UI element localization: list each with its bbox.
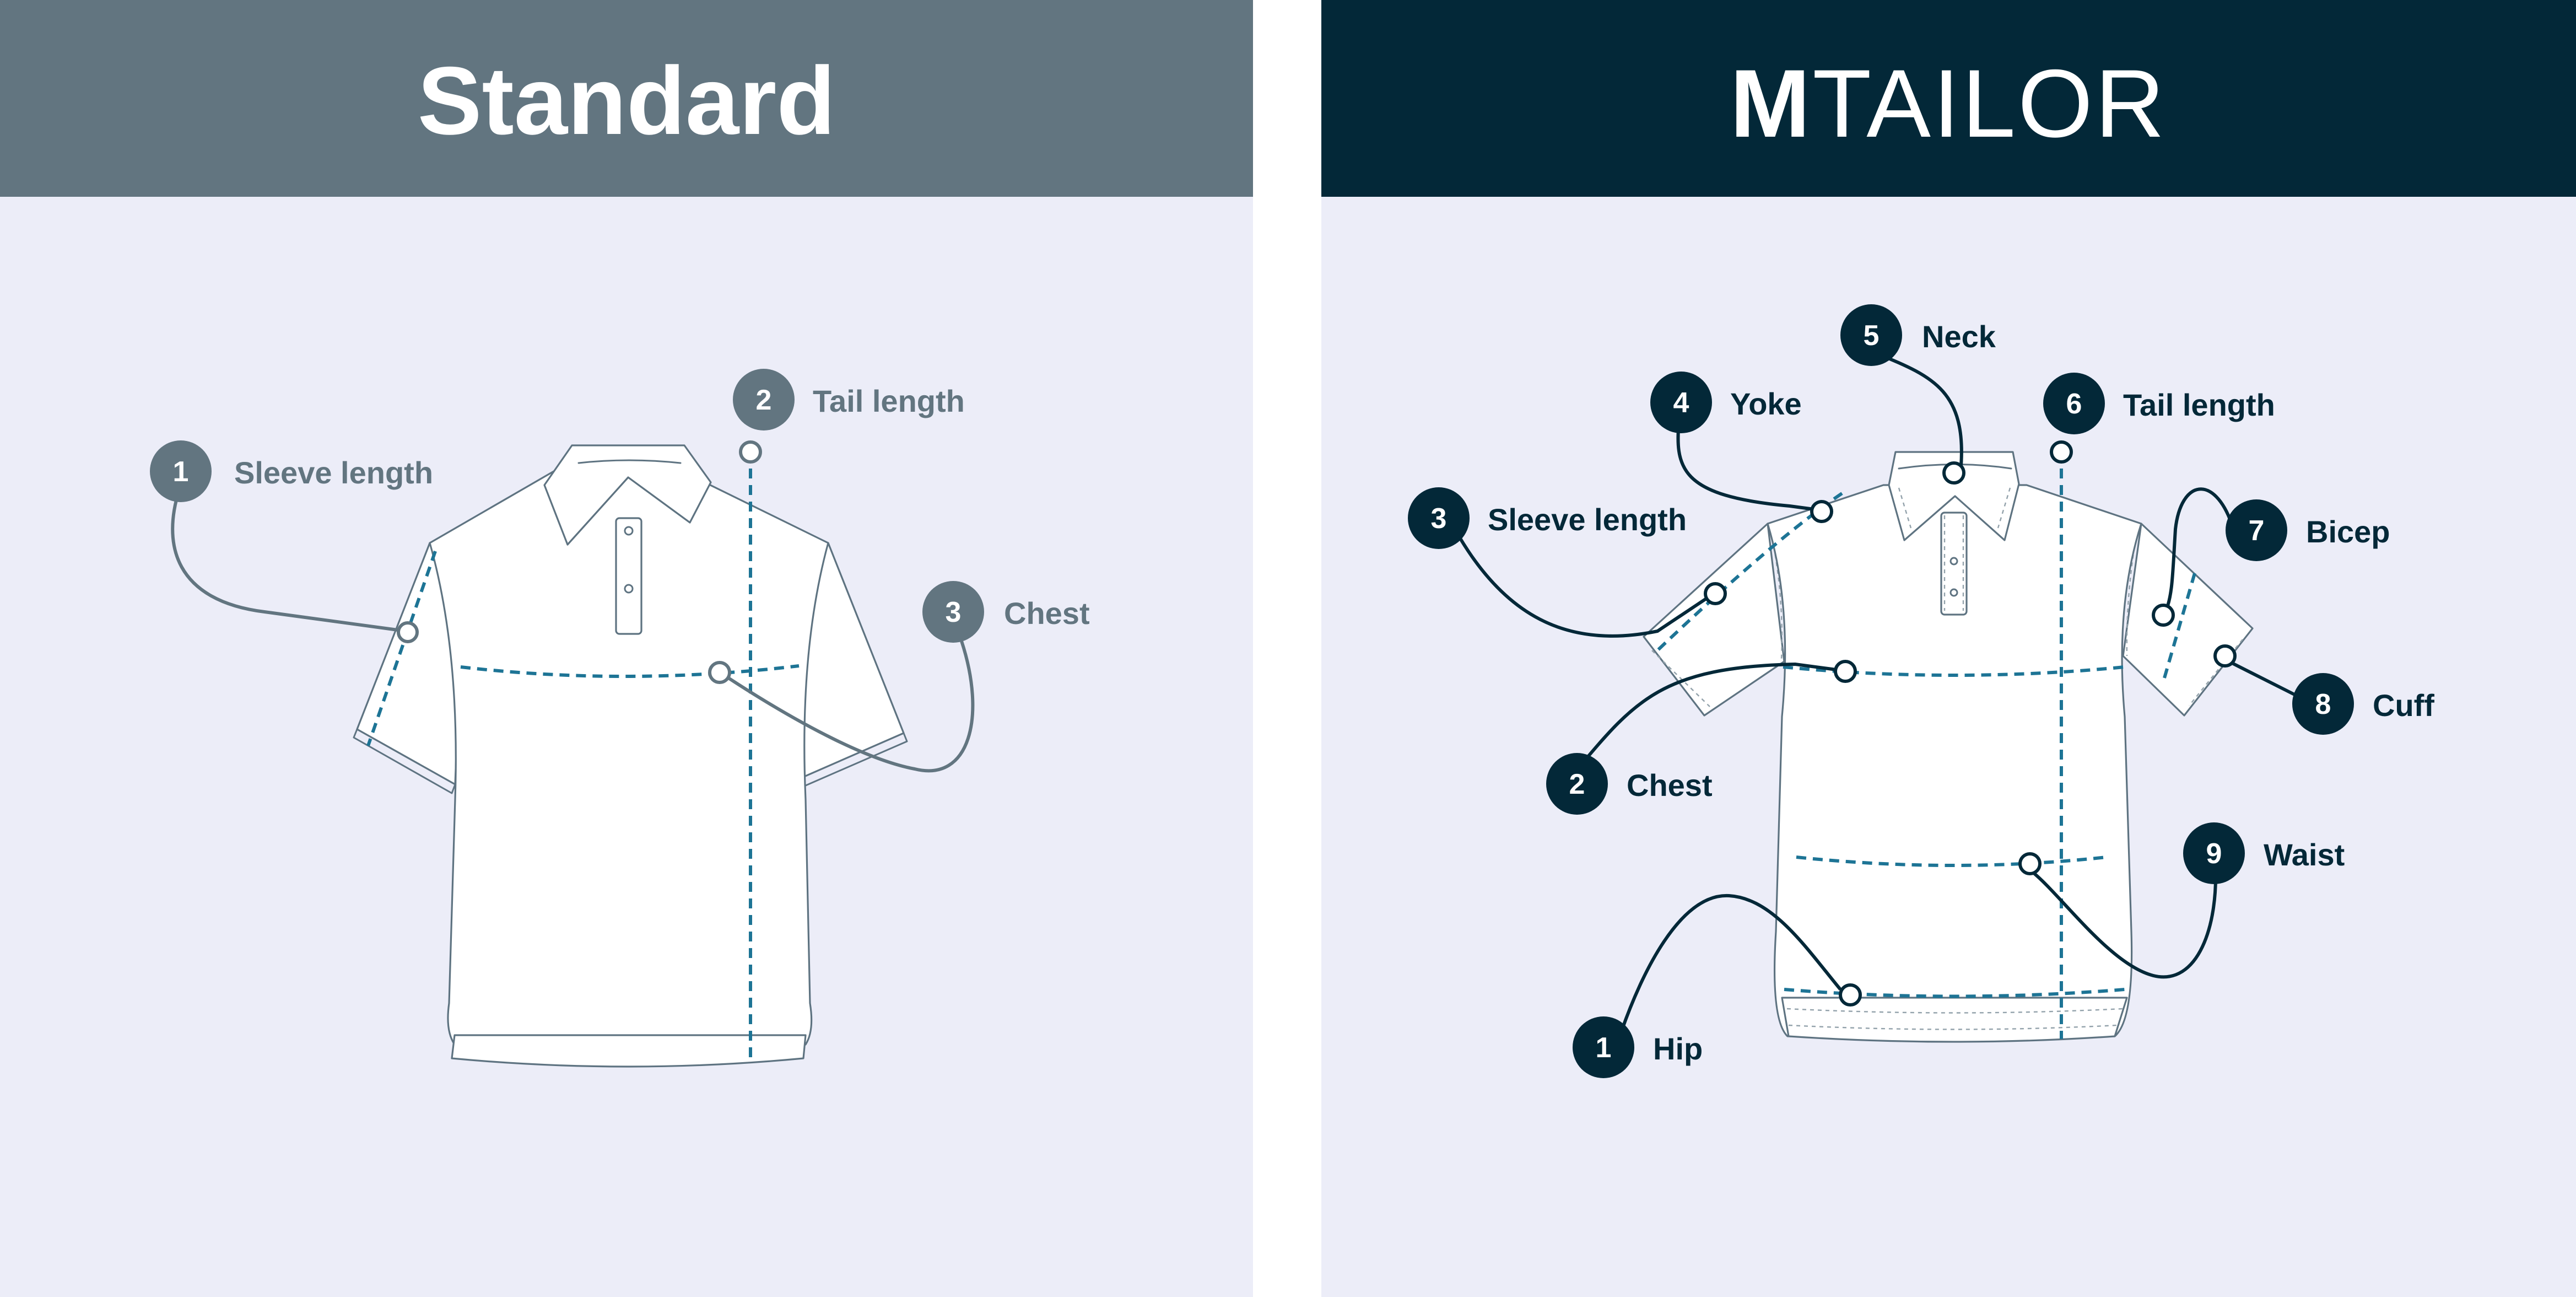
badge-number: 3: [1431, 503, 1447, 535]
standard-measurement-diagram: Standard: [0, 0, 1253, 1297]
standard-shirt-illustration: [353, 444, 908, 1068]
measurement-label: Cuff: [2373, 688, 2434, 723]
badge-number: 9: [2206, 838, 2222, 870]
mtailor-panel: MTAILOR: [1321, 0, 2576, 1297]
measurement-label: Waist: [2264, 837, 2345, 872]
measurement-label: Yoke: [1730, 386, 1802, 421]
measurement-label: Chest: [1004, 596, 1090, 631]
number-badge: [2043, 373, 2105, 434]
mtailor-measurement-diagram: MTAILOR: [1321, 0, 2576, 1297]
measurement-label: Bicep: [2306, 514, 2390, 549]
waist-marker: [2018, 852, 2042, 875]
chest-marker: [1834, 660, 1857, 683]
measurement-label: Tail length: [813, 384, 965, 418]
standard-measurement-sleeve-length: 1 Sleeve length: [150, 440, 433, 643]
measurement-label: Hip: [1653, 1031, 1703, 1066]
mtailor-measurement-cuff: 8 Cuff: [2213, 644, 2434, 735]
mtailor-header: [1321, 0, 2576, 197]
number-badge: [1546, 753, 1608, 815]
cuff-marker: [2213, 644, 2237, 668]
badge-number: 2: [756, 384, 772, 416]
mtailor-measurement-sleeve-length: 3 Sleeve length: [1408, 487, 1727, 638]
tail-length-marker: [739, 440, 762, 464]
measurement-label: Sleeve length: [234, 455, 433, 490]
mtailor-measurement-bicep: 7 Bicep: [2152, 487, 2390, 627]
sleeve-length-marker: [1704, 582, 1727, 605]
mtailor-measurement-neck: 5 Neck: [1840, 304, 1996, 485]
standard-title: Standard: [418, 47, 835, 155]
badge-number: 7: [2249, 515, 2265, 547]
number-badge: [733, 369, 795, 430]
number-badge: [2183, 822, 2245, 884]
mtailor-logo: MTAILOR: [1730, 50, 2167, 158]
badge-number: 1: [173, 456, 189, 488]
mtailor-measurement-yoke: 4 Yoke: [1650, 372, 1833, 523]
number-badge: [1840, 304, 1902, 366]
mtailor-measurement-chest: 2 Chest: [1546, 660, 1857, 815]
badge-number: 6: [2066, 388, 2082, 420]
measurement-label: Sleeve length: [1488, 502, 1687, 537]
measurement-label: Chest: [1627, 768, 1713, 803]
neck-marker: [1942, 461, 1965, 485]
badge-number: 5: [1864, 320, 1880, 352]
logo-text-tailor: TAILOR: [1812, 50, 2167, 158]
yoke-marker: [1810, 500, 1833, 523]
badge-number: 1: [1596, 1032, 1612, 1064]
number-badge: [2292, 673, 2354, 735]
badge-number: 2: [1569, 768, 1585, 800]
standard-panel: Standard: [0, 0, 1253, 1297]
number-badge: [150, 440, 212, 502]
hip-marker: [1839, 983, 1862, 1007]
standard-measurement-tail-length: 2 Tail length: [733, 369, 965, 464]
standard-header: [0, 0, 1253, 197]
logo-letter-m: M: [1730, 50, 1813, 158]
number-badge: [1573, 1016, 1634, 1078]
mtailor-measurement-hip: 1 Hip: [1573, 894, 1862, 1078]
mtailor-measurement-tail-length: 6 Tail length: [2043, 373, 2275, 464]
number-badge: [922, 581, 984, 643]
sleeve-length-marker: [397, 621, 419, 643]
chest-marker: [708, 661, 731, 684]
tail-length-marker: [2050, 440, 2073, 464]
measurement-label: Neck: [1922, 319, 1996, 354]
mtailor-shirt-illustration: [1643, 451, 2254, 1043]
badge-number: 4: [1673, 387, 1689, 419]
mtailor-measurement-waist: 9 Waist: [2018, 822, 2345, 979]
measurement-label: Tail length: [2123, 388, 2275, 422]
number-badge: [1408, 487, 1470, 549]
standard-measure-lines: [366, 452, 800, 1061]
badge-number: 3: [946, 596, 962, 628]
standard-measurement-chest: 3 Chest: [708, 581, 1090, 773]
number-badge: [1650, 372, 1712, 433]
number-badge: [2226, 499, 2287, 561]
badge-number: 8: [2315, 688, 2331, 720]
bicep-marker: [2152, 604, 2175, 627]
